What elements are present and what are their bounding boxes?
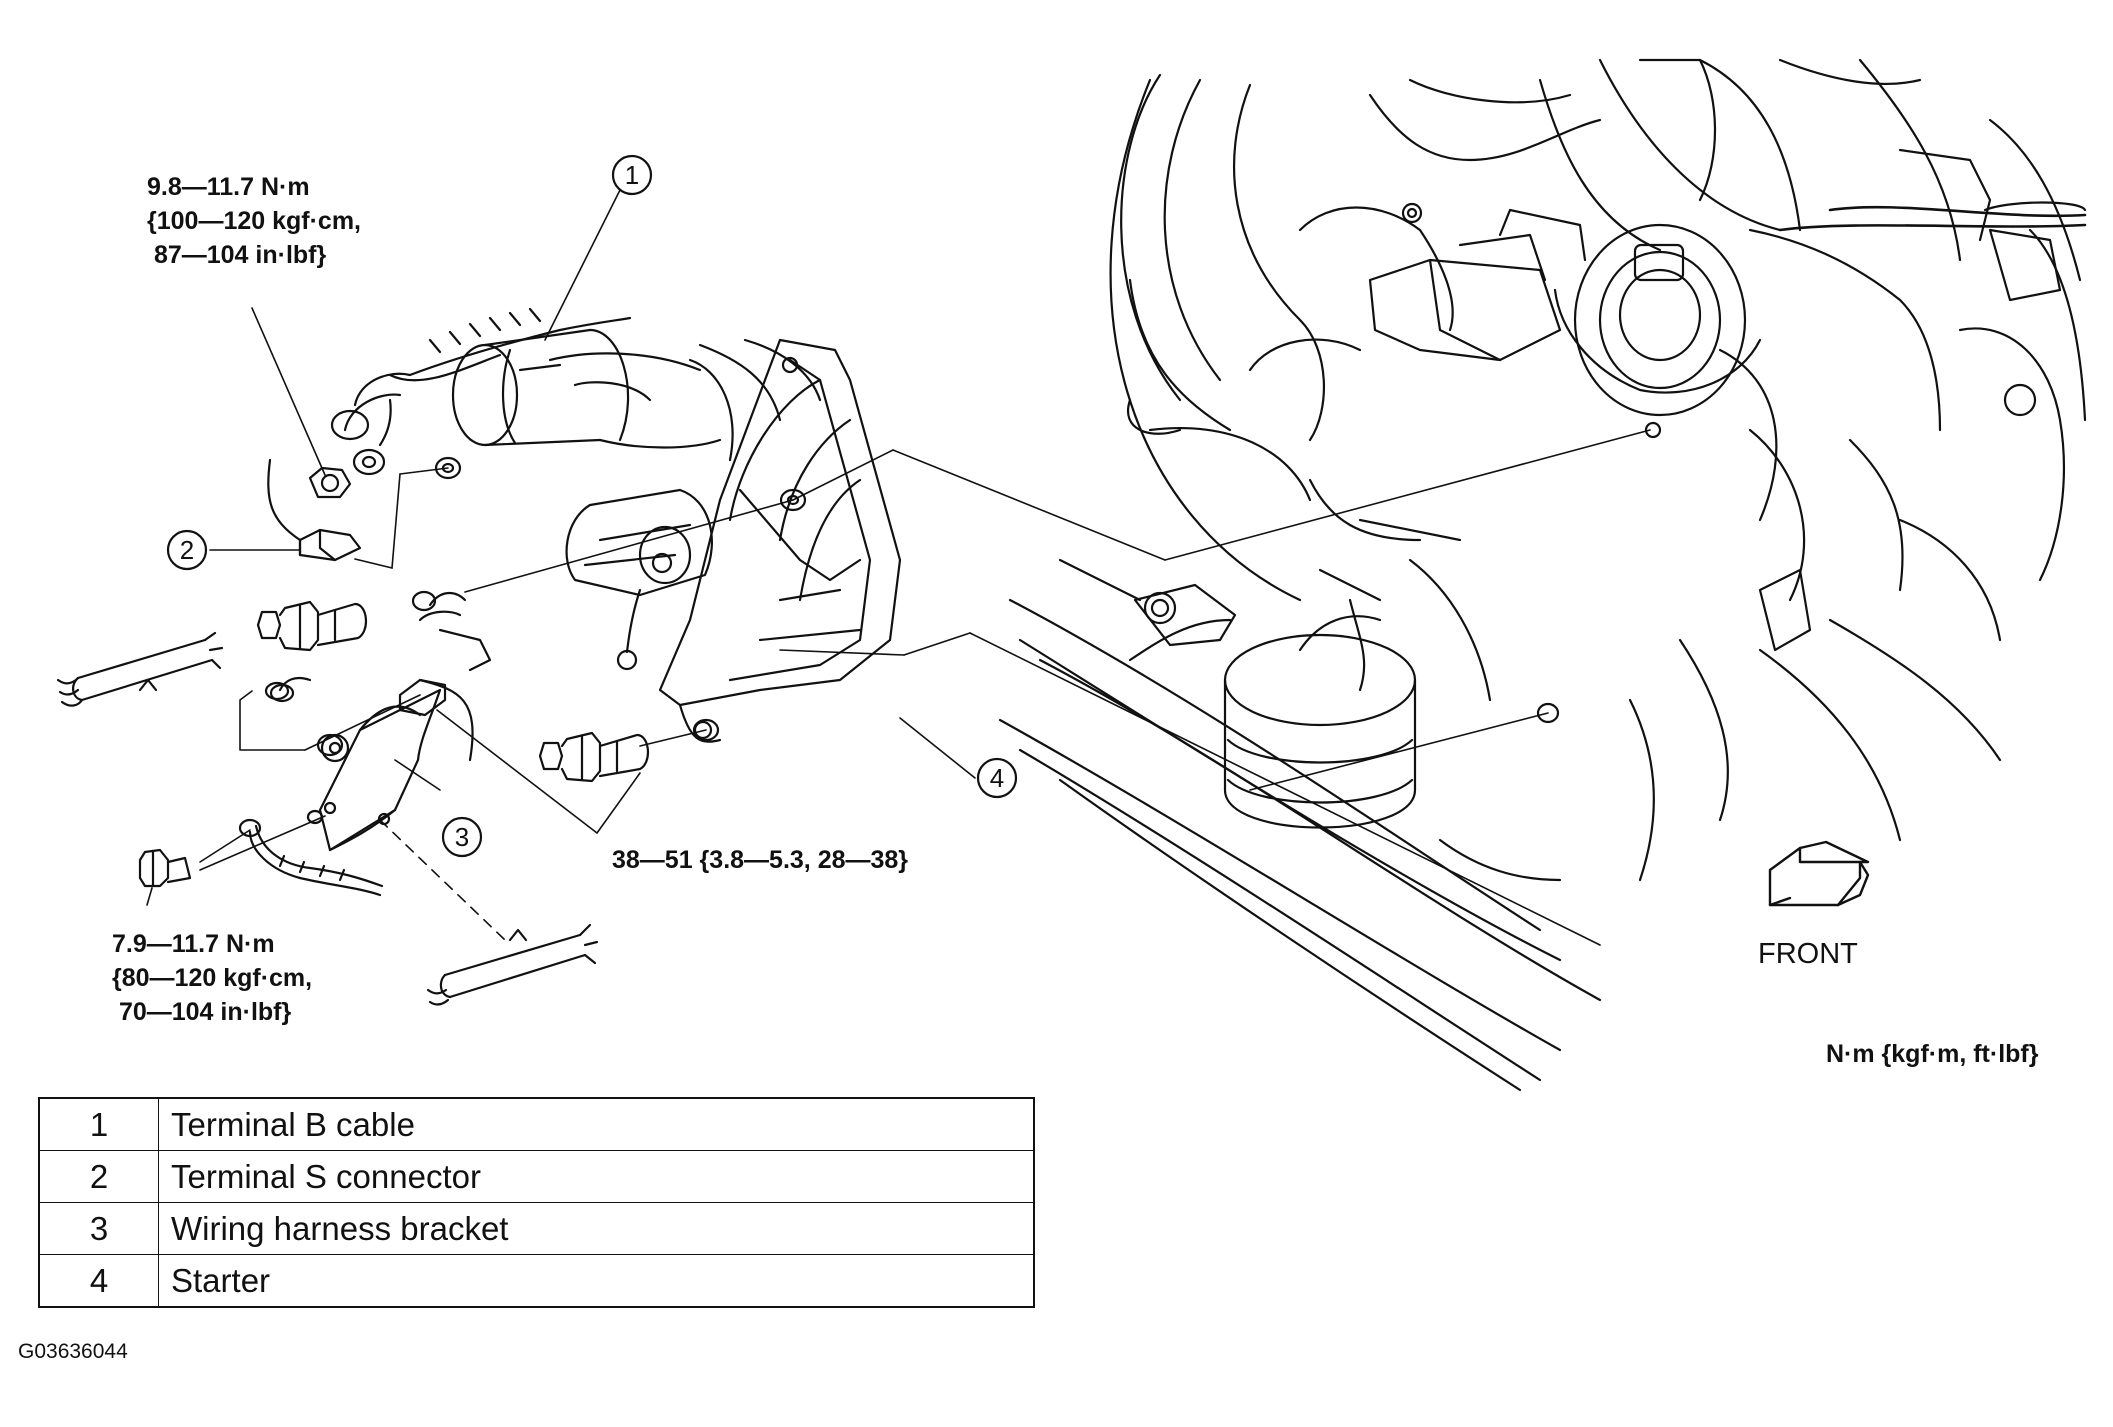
legend-description: Wiring harness bracket <box>158 1202 1035 1255</box>
callout-4-number: 4 <box>990 763 1004 793</box>
callout-1-number: 1 <box>625 160 639 190</box>
legend-row: 1 Terminal B cable <box>38 1097 1035 1151</box>
legend-description: Starter <box>158 1254 1035 1308</box>
legend-number: 4 <box>38 1254 159 1308</box>
mount-holes <box>264 456 807 825</box>
torque-spec-bracket-bolt-line-3: 70—104 in·lbf} <box>112 998 292 1026</box>
front-arrow-icon <box>1768 840 1870 907</box>
callout-2-number: 2 <box>180 535 194 565</box>
legend-row: 3 Wiring harness bracket <box>38 1202 1035 1255</box>
callout-3-number: 3 <box>455 822 469 852</box>
starter-bolt-lower <box>538 731 649 783</box>
torque-spec-bracket-bolt-line-2: {80—120 kgf·cm, <box>112 964 313 992</box>
torque-spec-terminal-b-line-3: 87—104 in·lbf} <box>147 241 327 269</box>
torque-spec-terminal-b-line-1: 9.8—11.7 N·m <box>147 173 310 201</box>
terminal-b-cable <box>330 307 632 476</box>
torque-spec-bracket-bolt-line-1: 7.9—11.7 N·m <box>112 930 275 958</box>
front-label: FRONT <box>1758 938 1858 970</box>
legend-row: 4 Starter <box>38 1254 1035 1308</box>
wiring-harness-bracket <box>269 590 492 852</box>
legend-description: Terminal S connector <box>158 1150 1035 1203</box>
ground-wire <box>238 818 384 897</box>
torque-spec-starter-bolts-line-1: 38—51 {3.8—5.3, 28—38} <box>612 846 909 874</box>
terminal-s-connector <box>267 458 362 562</box>
parts-legend-table: 1 Terminal B cable 2 Terminal S connecto… <box>38 1097 1035 1308</box>
harness-wire-left <box>56 631 224 707</box>
torque-spec-terminal-b: 9.8—11.7 N·m {100—120 kgf·cm, 87—104 in·… <box>147 170 361 272</box>
legend-description: Terminal B cable <box>158 1097 1035 1151</box>
starter-motor <box>451 328 902 743</box>
legend-number: 3 <box>38 1202 159 1255</box>
callout-4: 4 <box>976 757 1018 799</box>
bracket-bolt <box>138 848 192 888</box>
callout-3: 3 <box>441 816 483 858</box>
torque-spec-terminal-b-line-2: {100—120 kgf·cm, <box>147 207 362 235</box>
starter-bolt-upper <box>256 600 367 652</box>
legend-number: 2 <box>38 1150 159 1203</box>
figure-id: G03636044 <box>18 1340 128 1363</box>
torque-spec-bracket-bolt: 7.9—11.7 N·m {80—120 kgf·cm, 70—104 in·l… <box>112 927 312 1029</box>
leader-lines <box>146 189 976 906</box>
legend-row: 2 Terminal S connector <box>38 1150 1035 1203</box>
engine-background <box>998 58 2087 1092</box>
legend-number: 1 <box>38 1097 159 1151</box>
callout-1: 1 <box>611 154 653 196</box>
units-note: N·m {kgf·m, ft·lbf} <box>1826 1040 2039 1068</box>
alignment-lines <box>199 429 1651 946</box>
callout-2: 2 <box>166 529 208 571</box>
torque-spec-starter-bolts: 38—51 {3.8—5.3, 28—38} <box>612 843 908 877</box>
harness-wire-lower <box>426 923 599 1006</box>
terminal-b-nut <box>308 466 352 499</box>
